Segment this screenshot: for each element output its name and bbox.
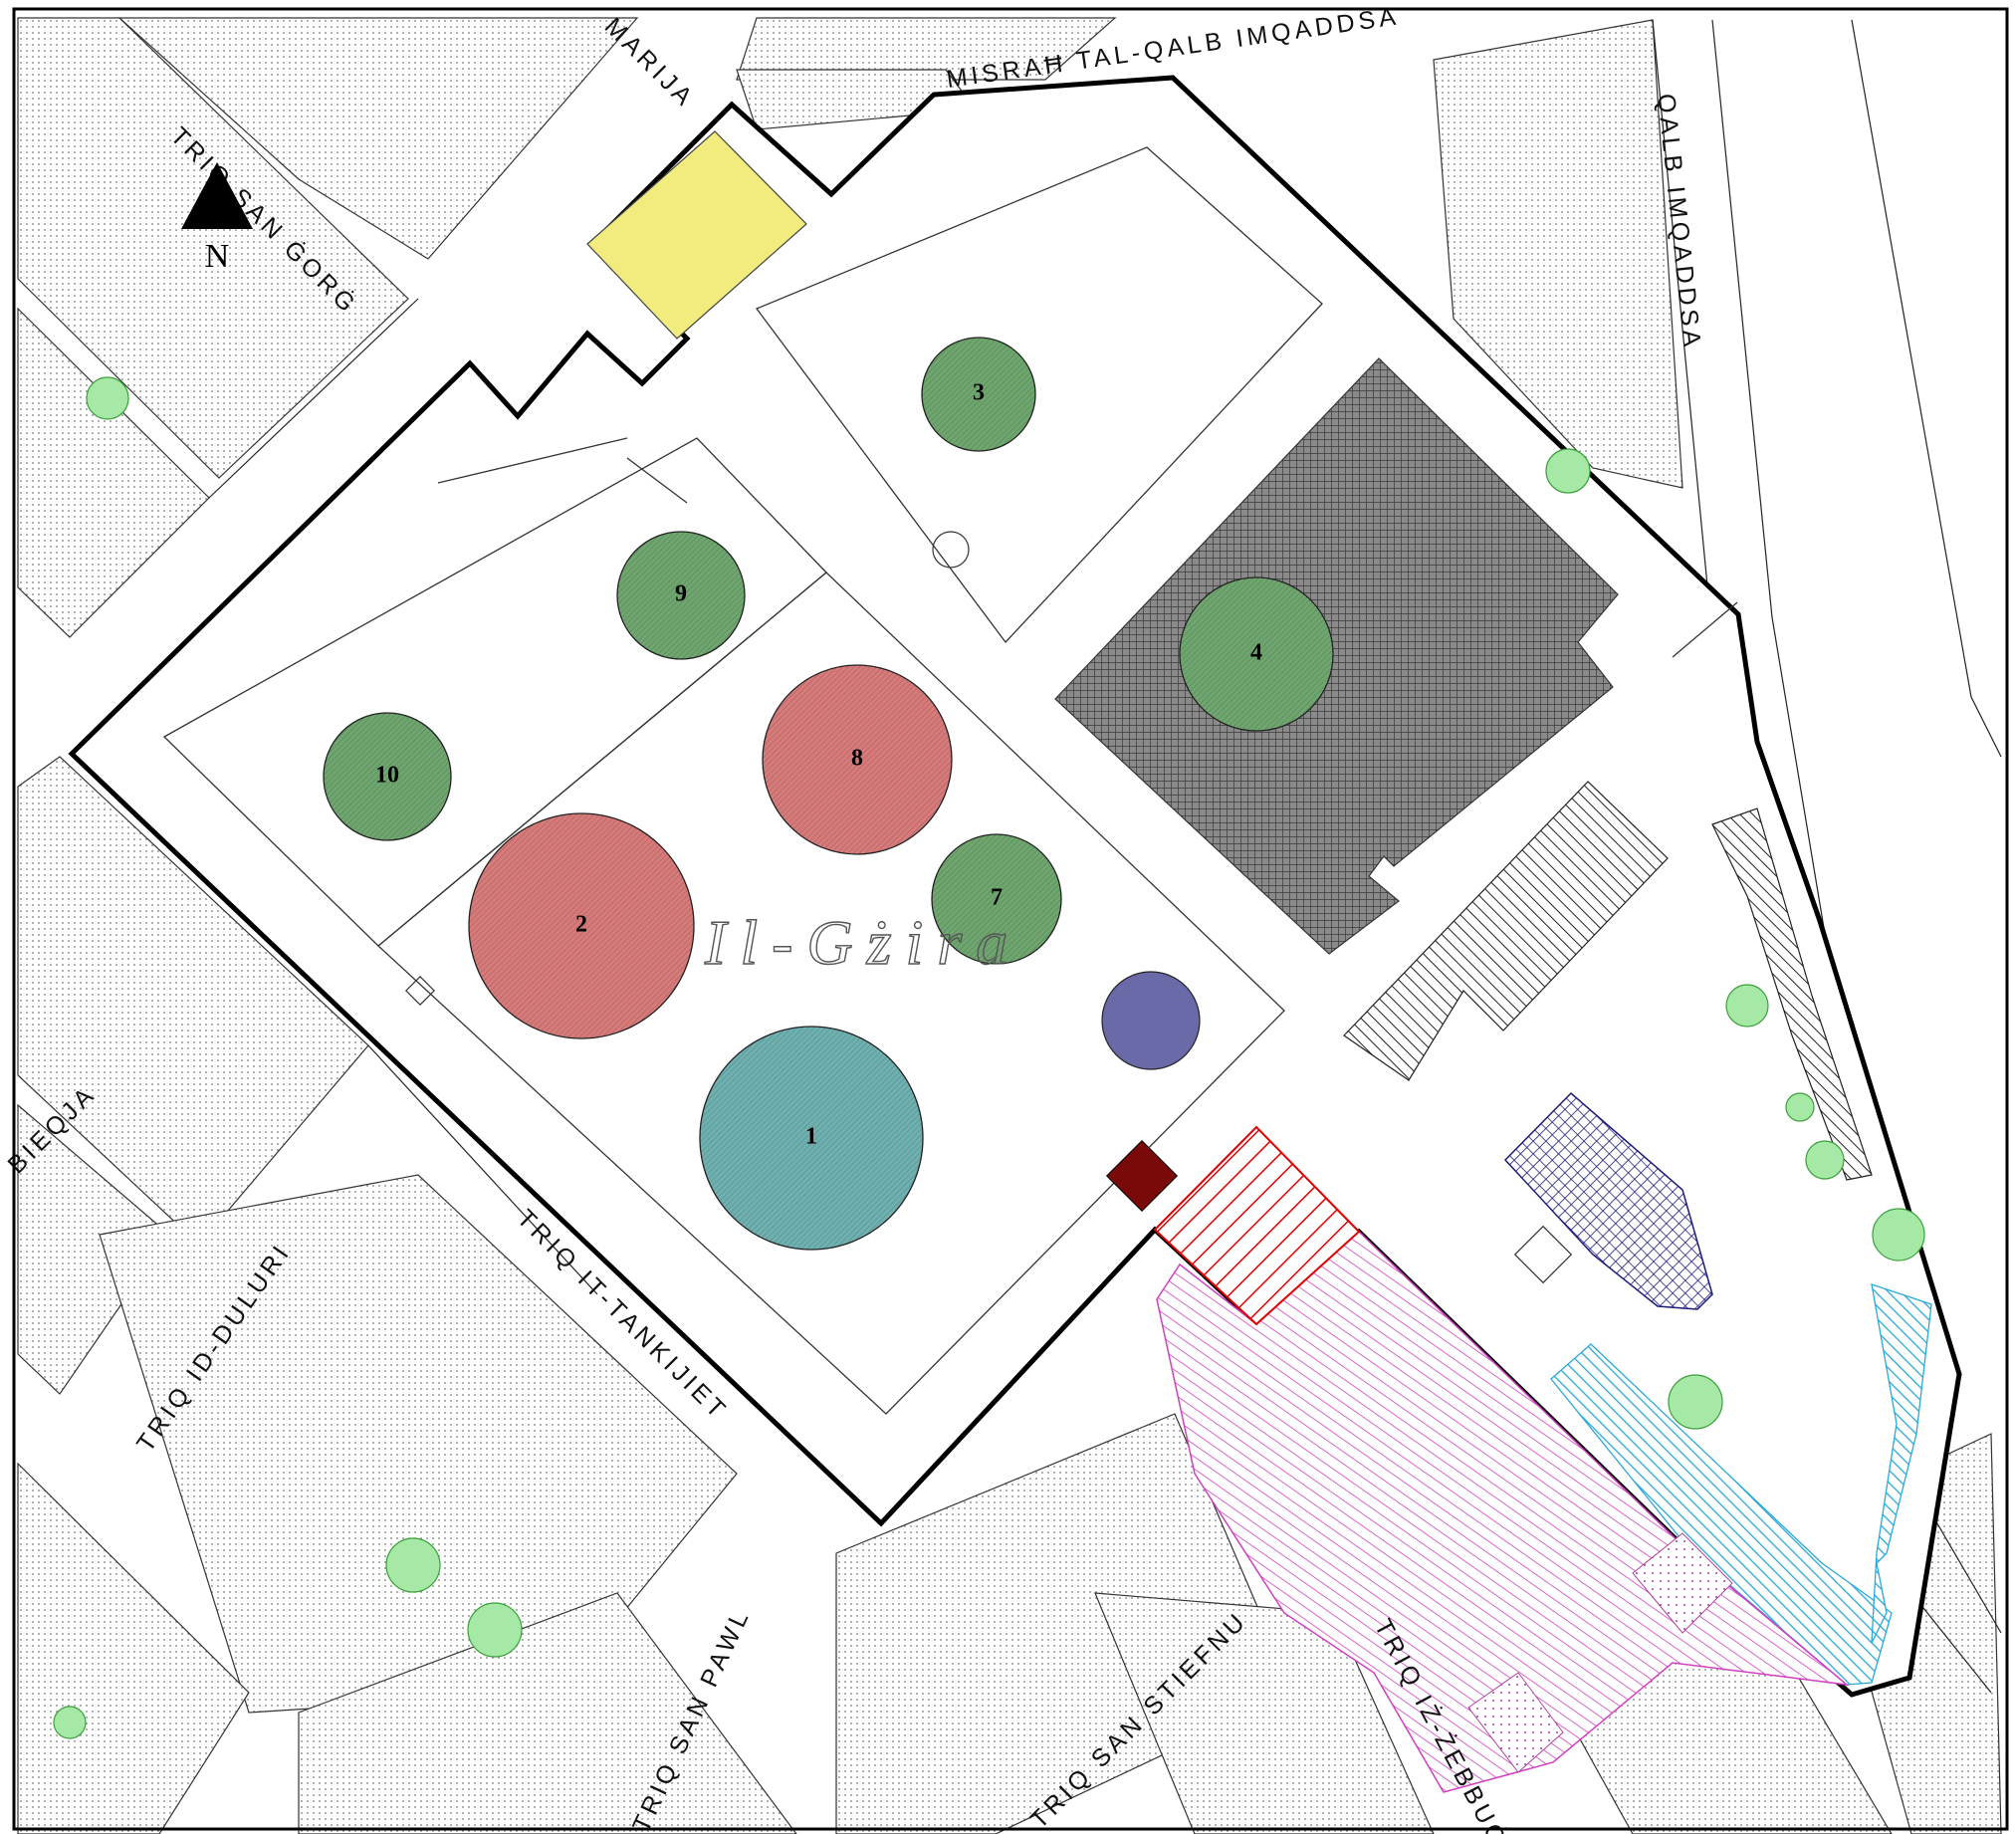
feature-circle-hatch: [922, 338, 1035, 451]
feature-number: 1: [805, 1124, 817, 1150]
block-nw-1: [17, 17, 409, 479]
feature-number: 9: [675, 581, 687, 607]
road-east-3: [1851, 19, 2002, 758]
yellow-plot: [586, 130, 807, 340]
tree: [86, 376, 129, 420]
feature-2: 2: [468, 812, 695, 1039]
tree: [1872, 1208, 1925, 1261]
feature-4: 4: [1179, 576, 1334, 732]
feature-9: 9: [616, 531, 746, 660]
tree: [1668, 1374, 1723, 1430]
tree: [1725, 984, 1769, 1028]
navy-crosshatch-area: [1503, 1091, 1713, 1310]
feature-1: 1: [699, 1026, 924, 1251]
tree: [1545, 448, 1591, 494]
feature-circle-hatch: [932, 834, 1061, 964]
feature-number: 3: [973, 380, 985, 406]
feature-8: 8: [762, 664, 953, 855]
inner-path-3: [1672, 601, 1738, 658]
feature-3: 3: [921, 337, 1036, 452]
feature-circle-hatch: [469, 813, 694, 1038]
trees: [53, 376, 1925, 1739]
grey-building: [1054, 357, 1619, 955]
road-nw: [208, 298, 419, 499]
navy-circle: [1101, 971, 1201, 1070]
feature-circle-hatch: [1180, 577, 1333, 731]
feature-number: 4: [1250, 640, 1262, 666]
tree: [53, 1706, 87, 1739]
black-hatch-strip-2: [1711, 807, 1873, 1181]
feature-number: 2: [575, 912, 587, 938]
block-n-1: [736, 17, 1117, 81]
road-w: [367, 1044, 598, 1295]
block-w-1: [17, 307, 210, 638]
feature-10: 10: [323, 712, 452, 841]
block-w-3: [17, 1103, 170, 1395]
tree: [1785, 1092, 1815, 1122]
black-hatch-strip-1: [1343, 781, 1669, 1081]
numbered-features: 1 2 3 4 7 8 9 10: [323, 337, 1334, 1251]
block-sw-1: [99, 1174, 738, 1714]
north-label: N: [205, 238, 230, 275]
site-inner-lines: [162, 146, 1738, 1415]
feature-number: 10: [375, 763, 399, 789]
block-w-2: [17, 756, 369, 1246]
block-nw-2: [117, 17, 639, 260]
inner-path-2: [626, 457, 688, 504]
dark-red-square: [1105, 1139, 1179, 1213]
red-hatch-area: [1153, 1125, 1361, 1326]
place-label: Il-Gżira: [704, 907, 1021, 978]
inner-path-1: [437, 437, 628, 484]
court-north: [755, 146, 1323, 644]
feature-circle-hatch: [617, 532, 745, 659]
feature-7: 7: [931, 833, 1062, 965]
north-arrow-icon: [181, 162, 253, 229]
north-arrow: N: [181, 162, 253, 275]
feature-circle-hatch: [763, 665, 952, 854]
small-structures: [405, 531, 1573, 1284]
magenta-dot-patch: [1632, 1532, 1733, 1634]
city-blocks: [17, 17, 2002, 1834]
map-frame: [12, 7, 2009, 1831]
feature-number: 8: [851, 746, 863, 772]
tree: [385, 1537, 441, 1593]
tree: [467, 1602, 523, 1658]
block-ne-1: [1433, 19, 1683, 489]
cyan-hatch-strip-2: [1871, 1283, 1932, 1644]
magenta-dot-patch-2: [1467, 1672, 1564, 1773]
court-south: [377, 572, 1285, 1415]
feature-number: 7: [991, 885, 1003, 911]
block-sw-2: [17, 1462, 250, 1834]
tree: [1805, 1140, 1845, 1180]
feature-circle-hatch: [324, 713, 451, 840]
feature-circle-hatch: [700, 1027, 923, 1250]
